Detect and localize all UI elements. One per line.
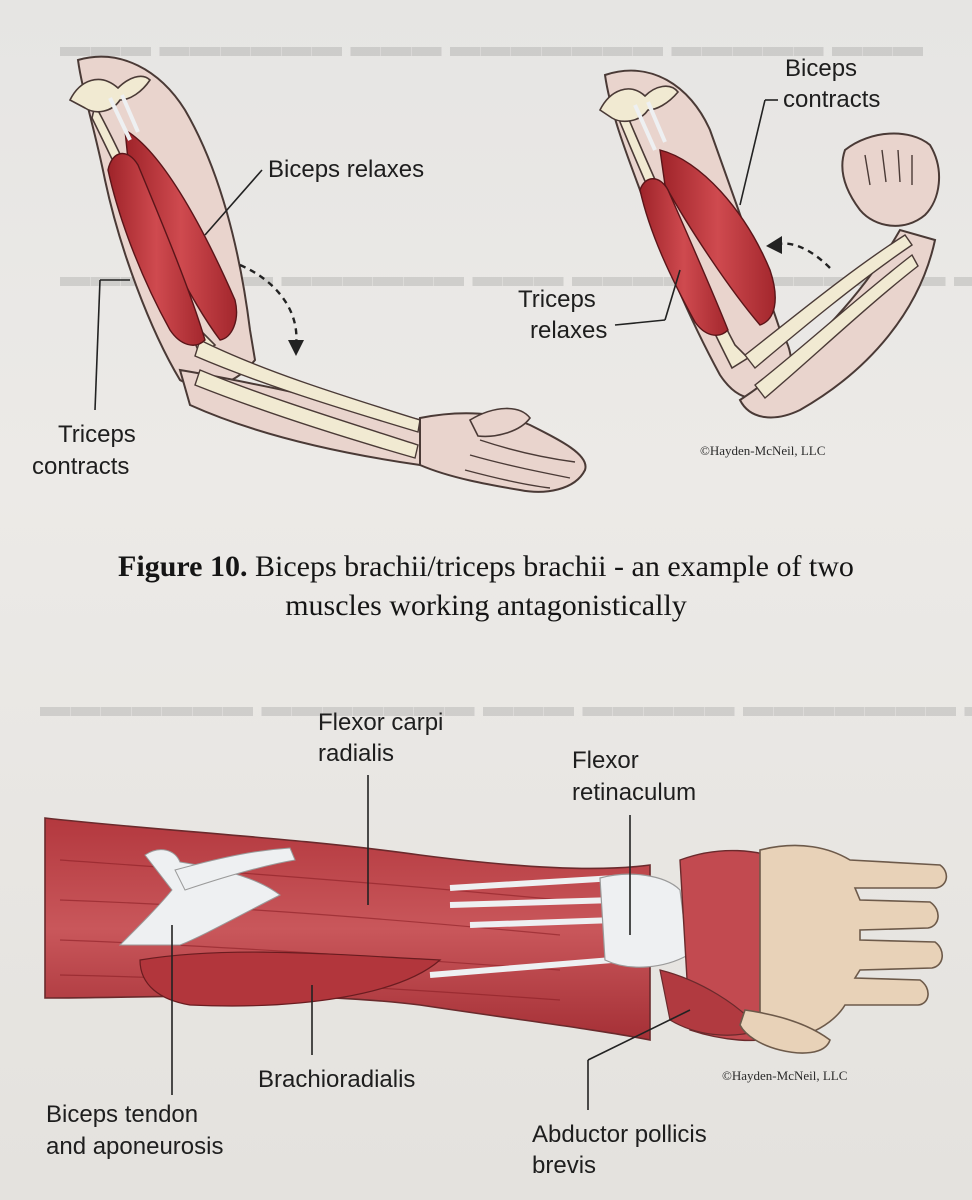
label-flexor-retinaculum-line1: Flexor <box>572 747 639 774</box>
label-biceps-tendon-line2: and aponeurosis <box>46 1133 224 1160</box>
flexor-tendons <box>429 875 616 978</box>
extension-arrowhead <box>288 340 304 356</box>
label-triceps-contracts-line2: contracts <box>32 453 130 480</box>
bleed-through-text: ▬▬▬ ▬▬▬▬▬▬ ▬▬▬ ▬▬▬▬▬▬▬ ▬▬▬▬▬ ▬▬▬ <box>60 30 924 63</box>
label-biceps-contracts-line2: contracts <box>783 86 881 113</box>
label-flexor-retinaculum-line2: retinaculum <box>572 779 697 806</box>
brachioradialis-muscle <box>139 951 442 1007</box>
label-biceps-tendon-line1: Biceps tendon <box>46 1101 199 1128</box>
caption-line1: Biceps brachii/triceps brachii - an exam… <box>247 550 854 583</box>
flexor-retinaculum <box>599 873 689 968</box>
fist <box>841 132 941 227</box>
label-triceps-relaxes-line2: relaxes <box>530 317 608 344</box>
muscle-striations <box>59 859 561 1001</box>
figure-caption: Figure 10. Biceps brachii/triceps brachi… <box>0 548 972 585</box>
leader-triceps-relaxes <box>614 319 666 326</box>
hand-fingers <box>464 439 576 489</box>
label-biceps-contracts-line1: Biceps <box>785 55 858 82</box>
flexion-arrowhead <box>766 236 782 254</box>
bleed-through-text: ▬▬▬▬▬▬▬ ▬▬▬▬▬▬▬ ▬▬▬ ▬▬▬▬▬ ▬▬▬▬▬▬▬ ▬▬▬▬▬ <box>40 690 972 723</box>
ulna-bone-flexed <box>754 253 919 400</box>
leader-triceps-contracts <box>94 279 101 411</box>
radius-bone <box>194 339 421 433</box>
aponeurosis-band <box>174 847 296 891</box>
leader-triceps-relaxes-2 <box>664 269 681 321</box>
flexion-arrow <box>774 242 831 269</box>
radius-bone-flexed <box>744 234 913 370</box>
thumb-skin <box>739 1009 831 1054</box>
triceps-muscle-contracted <box>107 152 206 346</box>
fist-fingers <box>864 149 913 186</box>
flexed-arm-illustration <box>598 69 941 419</box>
leader-abductor-2 <box>587 1009 691 1061</box>
label-triceps-relaxes-line1: Triceps <box>518 286 596 313</box>
forearm-muscle-illustration <box>44 775 948 1110</box>
figure-caption-line2: muscles working antagonistically <box>285 589 687 622</box>
copyright-figure10: ©Hayden-McNeil, LLC <box>700 443 826 458</box>
figure-number: Figure 10. <box>118 550 248 583</box>
thumb <box>468 407 531 438</box>
label-brachioradialis: Brachioradialis <box>258 1066 416 1093</box>
extension-arrow <box>239 263 298 346</box>
shoulder-joint <box>68 75 152 113</box>
label-biceps-relaxes: Biceps relaxes <box>268 156 425 183</box>
biceps-tendon-upper <box>108 94 140 141</box>
leader-biceps-contracts-2 <box>739 99 766 206</box>
label-abductor-line1: Abductor pollicis <box>532 1121 707 1148</box>
shoulder-joint-flexed <box>598 85 680 123</box>
copyright-forearm: ©Hayden-McNeil, LLC <box>722 1068 848 1083</box>
label-triceps-contracts-line1: Triceps <box>58 421 136 448</box>
label-abductor-line2: brevis <box>532 1152 597 1179</box>
triceps-muscle-relaxed <box>639 178 729 336</box>
leader-biceps-relaxes <box>204 169 263 236</box>
ulna-bone <box>194 369 419 459</box>
extended-arm-illustration <box>68 55 587 493</box>
label-flexor-carpi-line2: radialis <box>318 740 395 767</box>
biceps-muscle-contracted <box>659 149 776 326</box>
label-flexor-carpi-line1: Flexor carpi <box>318 709 444 736</box>
biceps-tendon-upper-flexed <box>633 101 667 151</box>
hand-skin <box>759 844 948 1042</box>
biceps-aponeurosis <box>118 849 281 946</box>
